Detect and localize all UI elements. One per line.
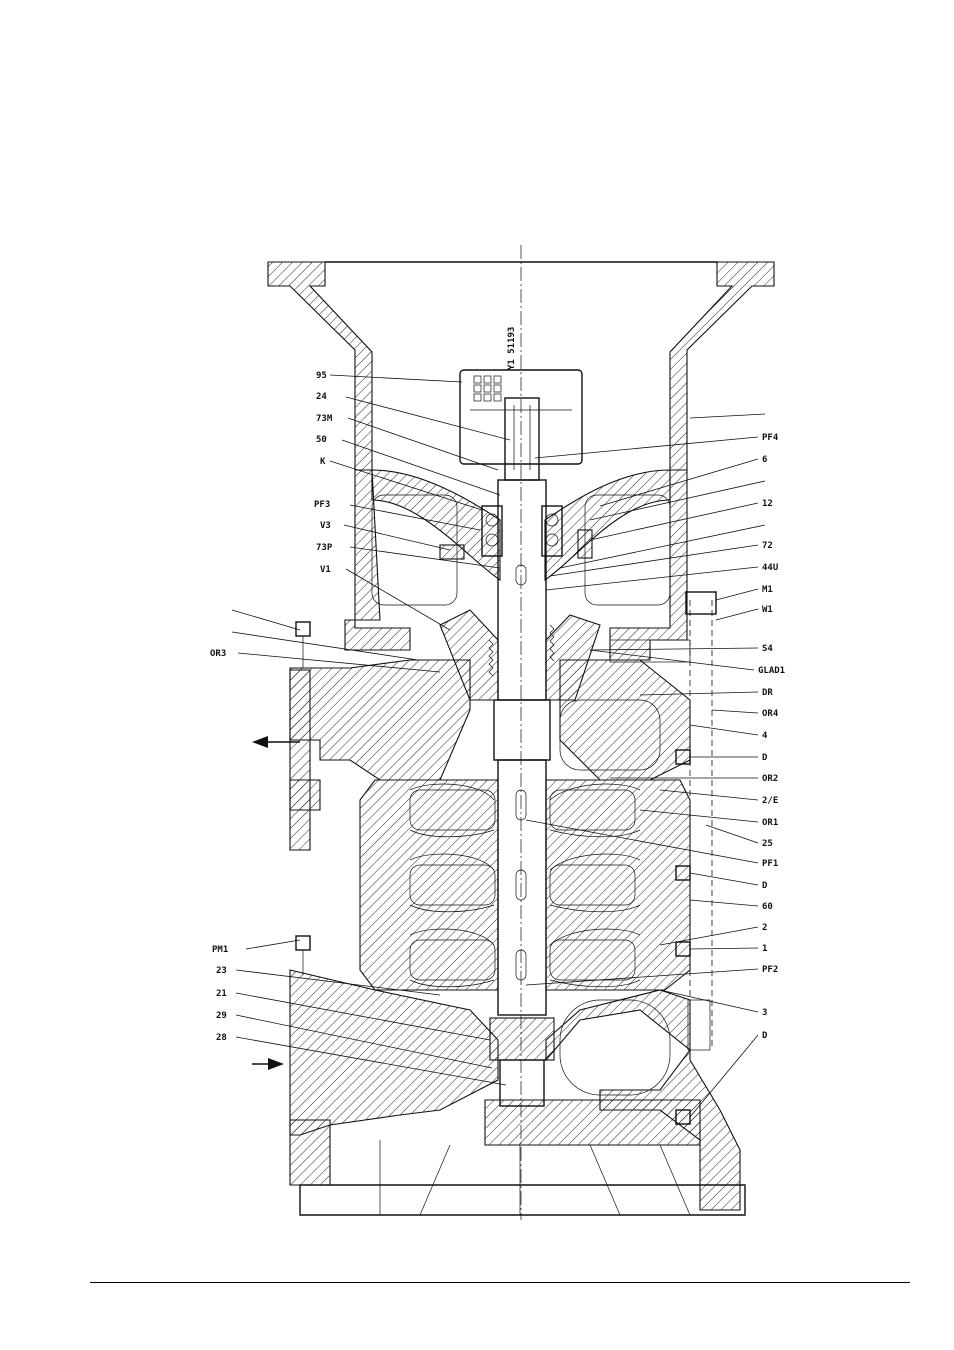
- label-glad1: GLAD1: [758, 666, 785, 676]
- label-12: 12: [762, 499, 773, 509]
- label-60: 60: [762, 902, 773, 912]
- label-or1: OR1: [762, 818, 778, 828]
- stage-stack: [360, 780, 690, 990]
- label-6: 6: [762, 455, 767, 465]
- footer-rule: [90, 1282, 910, 1283]
- label-2: 2: [762, 923, 767, 933]
- part-labels-right: PF4 6 12 72 44U M1 W1 S4 GLAD1 DR OR4 4 …: [758, 433, 785, 1041]
- suction-base: [290, 970, 745, 1215]
- label-pf4: PF4: [762, 433, 779, 443]
- label-d-1: D: [762, 753, 768, 763]
- label-pf3: PF3: [314, 500, 330, 510]
- label-v3: V3: [320, 521, 331, 531]
- label-or4: OR4: [762, 709, 779, 719]
- label-44u: 44U: [762, 563, 778, 573]
- label-k: K: [320, 457, 326, 467]
- label-2e: 2/E: [762, 796, 778, 806]
- label-72: 72: [762, 541, 773, 551]
- label-95: 95: [316, 371, 327, 381]
- label-1: 1: [762, 944, 767, 954]
- drawing-code: Y1 51193: [507, 327, 517, 370]
- label-73m: 73M: [316, 414, 333, 424]
- label-pf2: PF2: [762, 965, 778, 975]
- label-w1: W1: [762, 605, 773, 615]
- label-21: 21: [216, 989, 227, 999]
- label-s4: S4: [762, 644, 773, 654]
- label-50: 50: [316, 435, 327, 445]
- label-d-2: D: [762, 881, 768, 891]
- coupling-grid-icon: [474, 376, 501, 401]
- label-3: 3: [762, 1008, 767, 1018]
- suction-arrow-icon: [252, 1058, 284, 1070]
- label-d-3: D: [762, 1031, 768, 1041]
- label-4: 4: [762, 731, 768, 741]
- label-28: 28: [216, 1033, 227, 1043]
- label-pf1: PF1: [762, 859, 778, 869]
- label-v1: V1: [320, 565, 331, 575]
- label-dr: DR: [762, 688, 773, 698]
- label-m1: M1: [762, 585, 773, 595]
- label-24: 24: [316, 392, 327, 402]
- shaft: [494, 398, 550, 1015]
- label-pm1: PM1: [212, 945, 228, 955]
- label-or2: OR2: [762, 774, 778, 784]
- label-25: 25: [762, 839, 773, 849]
- label-23: 23: [216, 966, 227, 976]
- label-29: 29: [216, 1011, 227, 1021]
- label-73p: 73P: [316, 543, 333, 553]
- label-or3: OR3: [210, 649, 226, 659]
